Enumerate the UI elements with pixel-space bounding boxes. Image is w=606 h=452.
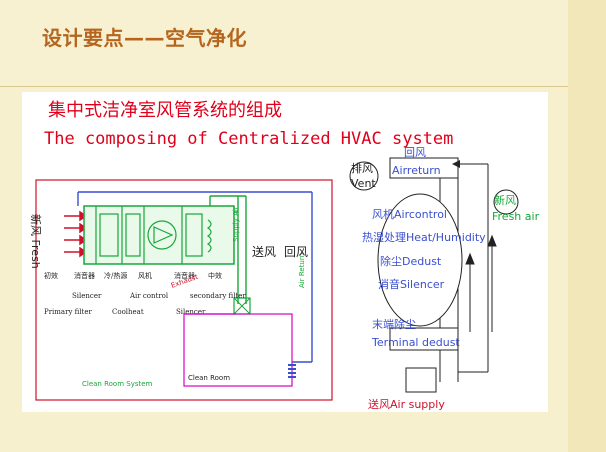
supply-duct — [209, 195, 247, 304]
upward-flow-arrows — [465, 234, 497, 332]
slide-header — [0, 0, 606, 86]
return-cn-right: 回风 — [404, 146, 426, 159]
vent-cn-label: 排风 — [351, 161, 373, 175]
component-label-silencer2: 消音器 — [174, 271, 195, 280]
header-divider — [0, 86, 606, 87]
slide-title: 设计要点——空气净化 — [42, 26, 247, 50]
silencer2-en-label: Silencer — [176, 308, 206, 316]
return-cn-label: 回风 — [284, 245, 308, 259]
fresh-air-circle — [493, 189, 519, 215]
component-label-primary: 初效 — [44, 271, 58, 280]
air-control-right: 风机Aircontrol — [372, 207, 447, 221]
terminal-en-right: Terminal dedust — [371, 336, 460, 349]
vent-en-label: Vent — [351, 177, 376, 190]
component-label-fan: 风机 — [138, 271, 152, 280]
component-label-silencer: 消音器 — [74, 271, 95, 280]
component-label-coolheat: 冷/热源 — [104, 271, 127, 280]
terminal-cn-right: 末端除尘 — [372, 317, 416, 331]
coolheat-en-label: Coolheat — [112, 308, 144, 316]
air-return-label: Air Return — [298, 253, 306, 288]
air-supply-right: 送风Air supply — [368, 397, 445, 411]
supply-air-label: Supply Air — [232, 206, 240, 242]
heat-humidity-right: 热湿处理Heat/Humidity — [362, 231, 486, 244]
fresh-en-right: Fresh air — [492, 210, 540, 223]
return-grille — [288, 364, 296, 378]
return-box — [389, 157, 459, 179]
silencer-right: 消音Silencer — [378, 277, 445, 291]
clean-room-box — [183, 313, 293, 387]
supply-cn-label: 送风 — [252, 244, 276, 259]
terminal-box — [389, 327, 459, 351]
ahu-sections — [95, 206, 212, 264]
damper-line — [233, 297, 251, 315]
air-handling-unit — [83, 205, 235, 265]
fresh-cn-right: 新风 — [494, 193, 516, 207]
figure-heading-cn: 集中式洁净室风管系统的组成 — [48, 100, 282, 121]
supply-box — [405, 367, 437, 393]
decorative-side-band — [568, 0, 606, 452]
left-system-border — [35, 179, 333, 401]
air-return-right: Airreturn — [392, 164, 441, 177]
figure-panel: 集中式洁净室风管系统的组成 The composing of Centraliz… — [22, 92, 548, 412]
return-arrow-head — [452, 160, 460, 168]
fresh-air-arrows — [64, 210, 88, 258]
process-ellipse — [377, 193, 463, 327]
figure-heading-en: The composing of Centralized HVAC system — [44, 129, 453, 149]
component-label-secondary: 中效 — [208, 271, 222, 280]
primary-filter-en-label: Primary filter — [44, 308, 92, 316]
clean-room-label: Clean Room — [188, 374, 230, 382]
vent-circle — [349, 161, 379, 191]
fresh-air-label: 新风 Fresh — [29, 214, 43, 269]
return-loop — [458, 164, 489, 373]
clean-room-system-label: Clean Room System — [82, 380, 153, 388]
return-duct — [77, 191, 313, 363]
secondary-filter-en-label: secondary filter — [190, 292, 246, 300]
silencer-en-label: Silencer — [72, 292, 102, 300]
dedust-right: 除尘Dedust — [380, 254, 442, 268]
hvac-system-figure: 集中式洁净室风管系统的组成 The composing of Centraliz… — [29, 100, 540, 411]
air-control-en-label: Air control — [129, 292, 169, 300]
